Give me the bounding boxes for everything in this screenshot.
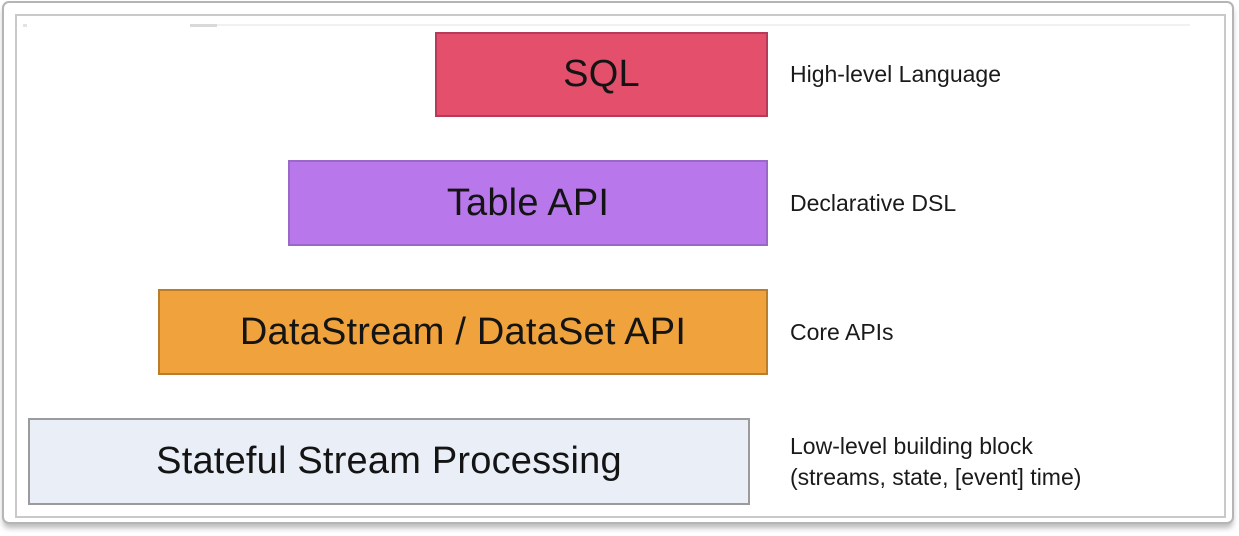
- layer-label-sql: SQL: [563, 53, 640, 95]
- layer-description-sql: High-level Language: [790, 61, 1001, 87]
- layer-label-stateful-stream-processing: Stateful Stream Processing: [156, 440, 622, 482]
- layer-description-stateful-stream-processing: Low-level building block (streams, state…: [790, 432, 1082, 490]
- cropped-line-artifact: [190, 24, 1190, 26]
- layer-box-datastream-dataset-api: DataStream / DataSet API: [158, 289, 768, 375]
- layer-label-table-api: Table API: [446, 181, 610, 224]
- layer-box-sql: SQL: [435, 32, 768, 117]
- cropped-speck-artifact: [23, 24, 27, 27]
- layer-description-table-api: Declarative DSL: [790, 189, 957, 216]
- layer-box-table-api: Table API: [288, 160, 768, 246]
- layer-box-stateful-stream-processing: Stateful Stream Processing: [28, 418, 750, 505]
- layer-label-datastream-dataset-api: DataStream / DataSet API: [239, 310, 687, 353]
- cropped-dash-artifact: [190, 24, 217, 27]
- layer-description-datastream-dataset-api: Core APIs: [790, 318, 894, 345]
